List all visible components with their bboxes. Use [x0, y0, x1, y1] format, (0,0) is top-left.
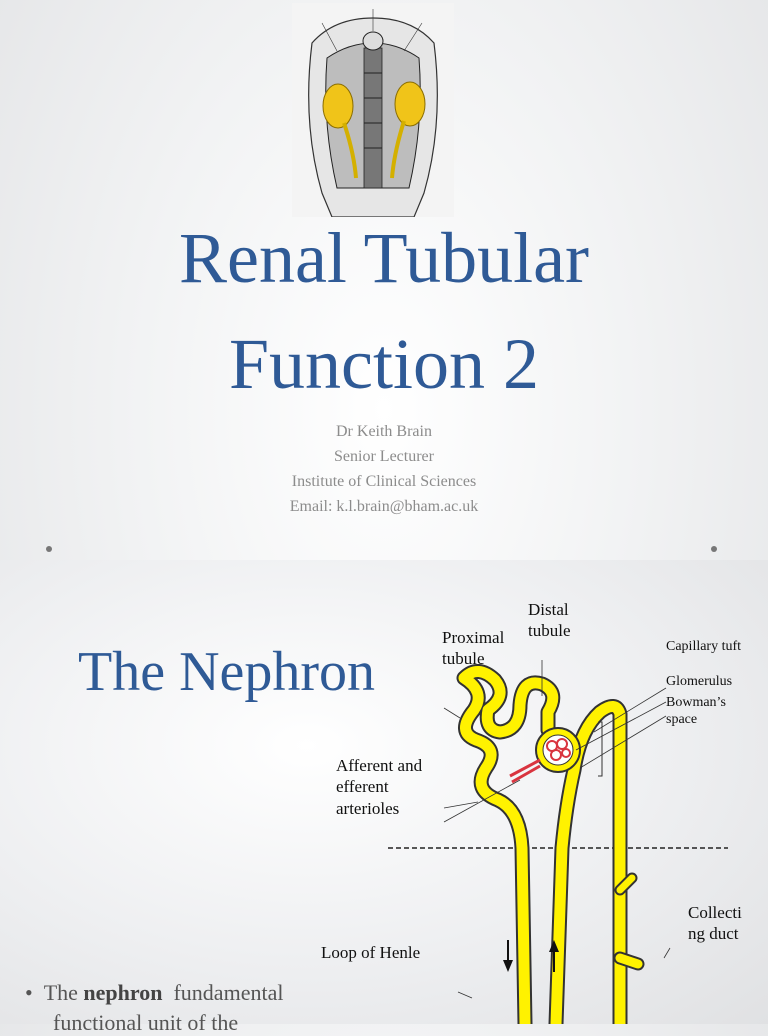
- nephron-diagram: [388, 660, 728, 1024]
- bullet-nephron: • The nephron fundamental: [25, 980, 284, 1005]
- author-name: Dr Keith Brain: [336, 423, 432, 440]
- slide-dot-left: [46, 546, 52, 552]
- label-capillary-tuft: Capillary tuft: [666, 639, 742, 654]
- nephron-slide: The Nephron: [0, 560, 768, 1035]
- author-email: Email: k.l.brain@bham.ac.uk: [289, 498, 479, 515]
- slide-dot-right: [711, 546, 717, 552]
- slide-title: The Nephron: [78, 641, 376, 703]
- label-loop-of-henle: Loop of Henle: [321, 943, 421, 962]
- bullet-text-post: fundamental: [162, 980, 284, 1005]
- slide-title-line-1: Renal Tubular: [178, 218, 590, 298]
- label-collecting-duct: Collecting duct: [688, 903, 742, 944]
- bullet-bold-term: nephron: [83, 980, 163, 1005]
- author-institute: Institute of Clinical Sciences: [291, 473, 477, 490]
- label-distal-tubule: Distal tubule: [528, 600, 571, 641]
- label-arterioles: Afferent and efferent arterioles: [336, 756, 423, 818]
- label-glomerulus: Glomerulus: [666, 674, 733, 689]
- author-role: Senior Lecturer: [334, 448, 434, 465]
- bullet-text-pre: The: [43, 980, 84, 1005]
- label-bowmans-space: Bowman’s space: [666, 695, 726, 727]
- label-proximal-tubule: Proximal tubule: [442, 628, 505, 669]
- slide-title-line-2: Function 2: [228, 324, 539, 404]
- kidney-anatomy-illustration: [292, 3, 454, 217]
- title-slide: Renal Tubular Function 2 Dr Keith Brain …: [46, 3, 717, 552]
- bullet-line-2: functional unit of the: [53, 1010, 239, 1035]
